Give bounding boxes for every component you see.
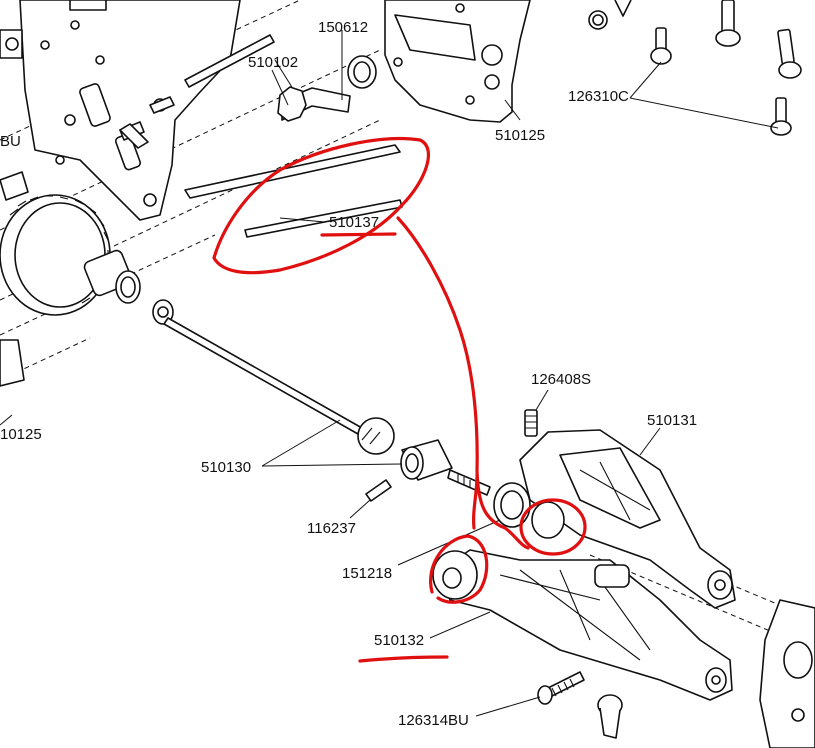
differential-gear (0, 171, 141, 387)
red-circle-arm-pivot (429, 534, 489, 604)
bearing-151218 (493, 482, 531, 528)
hinge-pins (184, 34, 403, 238)
pin-116237 (365, 479, 392, 502)
part-labels: 150612 510102 510125 126310C 510137 1264… (0, 19, 697, 729)
red-circle-hub-pivot (519, 498, 587, 556)
label-510131: 510131 (647, 412, 697, 429)
screw-126314bu (537, 671, 623, 739)
leader-lines (0, 30, 779, 717)
label-116237: 116237 (307, 520, 356, 537)
red-underline-510132 (358, 655, 449, 663)
label-510102: 510102 (248, 54, 298, 71)
drive-shaft (152, 299, 395, 455)
label-510130: 510130 (201, 459, 251, 476)
label-150612: 150612 (318, 19, 368, 36)
label-10125-left: 10125 (0, 426, 42, 443)
set-screw-126408s (524, 409, 538, 437)
label-510137: 510137 (329, 214, 379, 231)
pinion-and-bearing (119, 55, 377, 149)
label-126314bu: 126314BU (398, 712, 469, 729)
hub-carrier (519, 429, 736, 609)
lower-arm (432, 549, 733, 701)
label-126408s: 126408S (531, 371, 591, 388)
gearbox-housing-right (759, 599, 815, 748)
label-151218: 151218 (342, 565, 392, 582)
red-loop-around-pin (212, 137, 430, 275)
red-underline-510137 (320, 232, 397, 237)
screws-126310c (614, 0, 802, 136)
red-markup-annotation (212, 137, 587, 663)
label-bu-left: BU (0, 133, 21, 150)
label-510132: 510132 (374, 632, 424, 649)
red-connector-stroke (396, 216, 530, 550)
label-510125-top: 510125 (495, 127, 545, 144)
gearbox-housing-top (384, 0, 608, 123)
label-126310c: 126310C (568, 88, 629, 105)
